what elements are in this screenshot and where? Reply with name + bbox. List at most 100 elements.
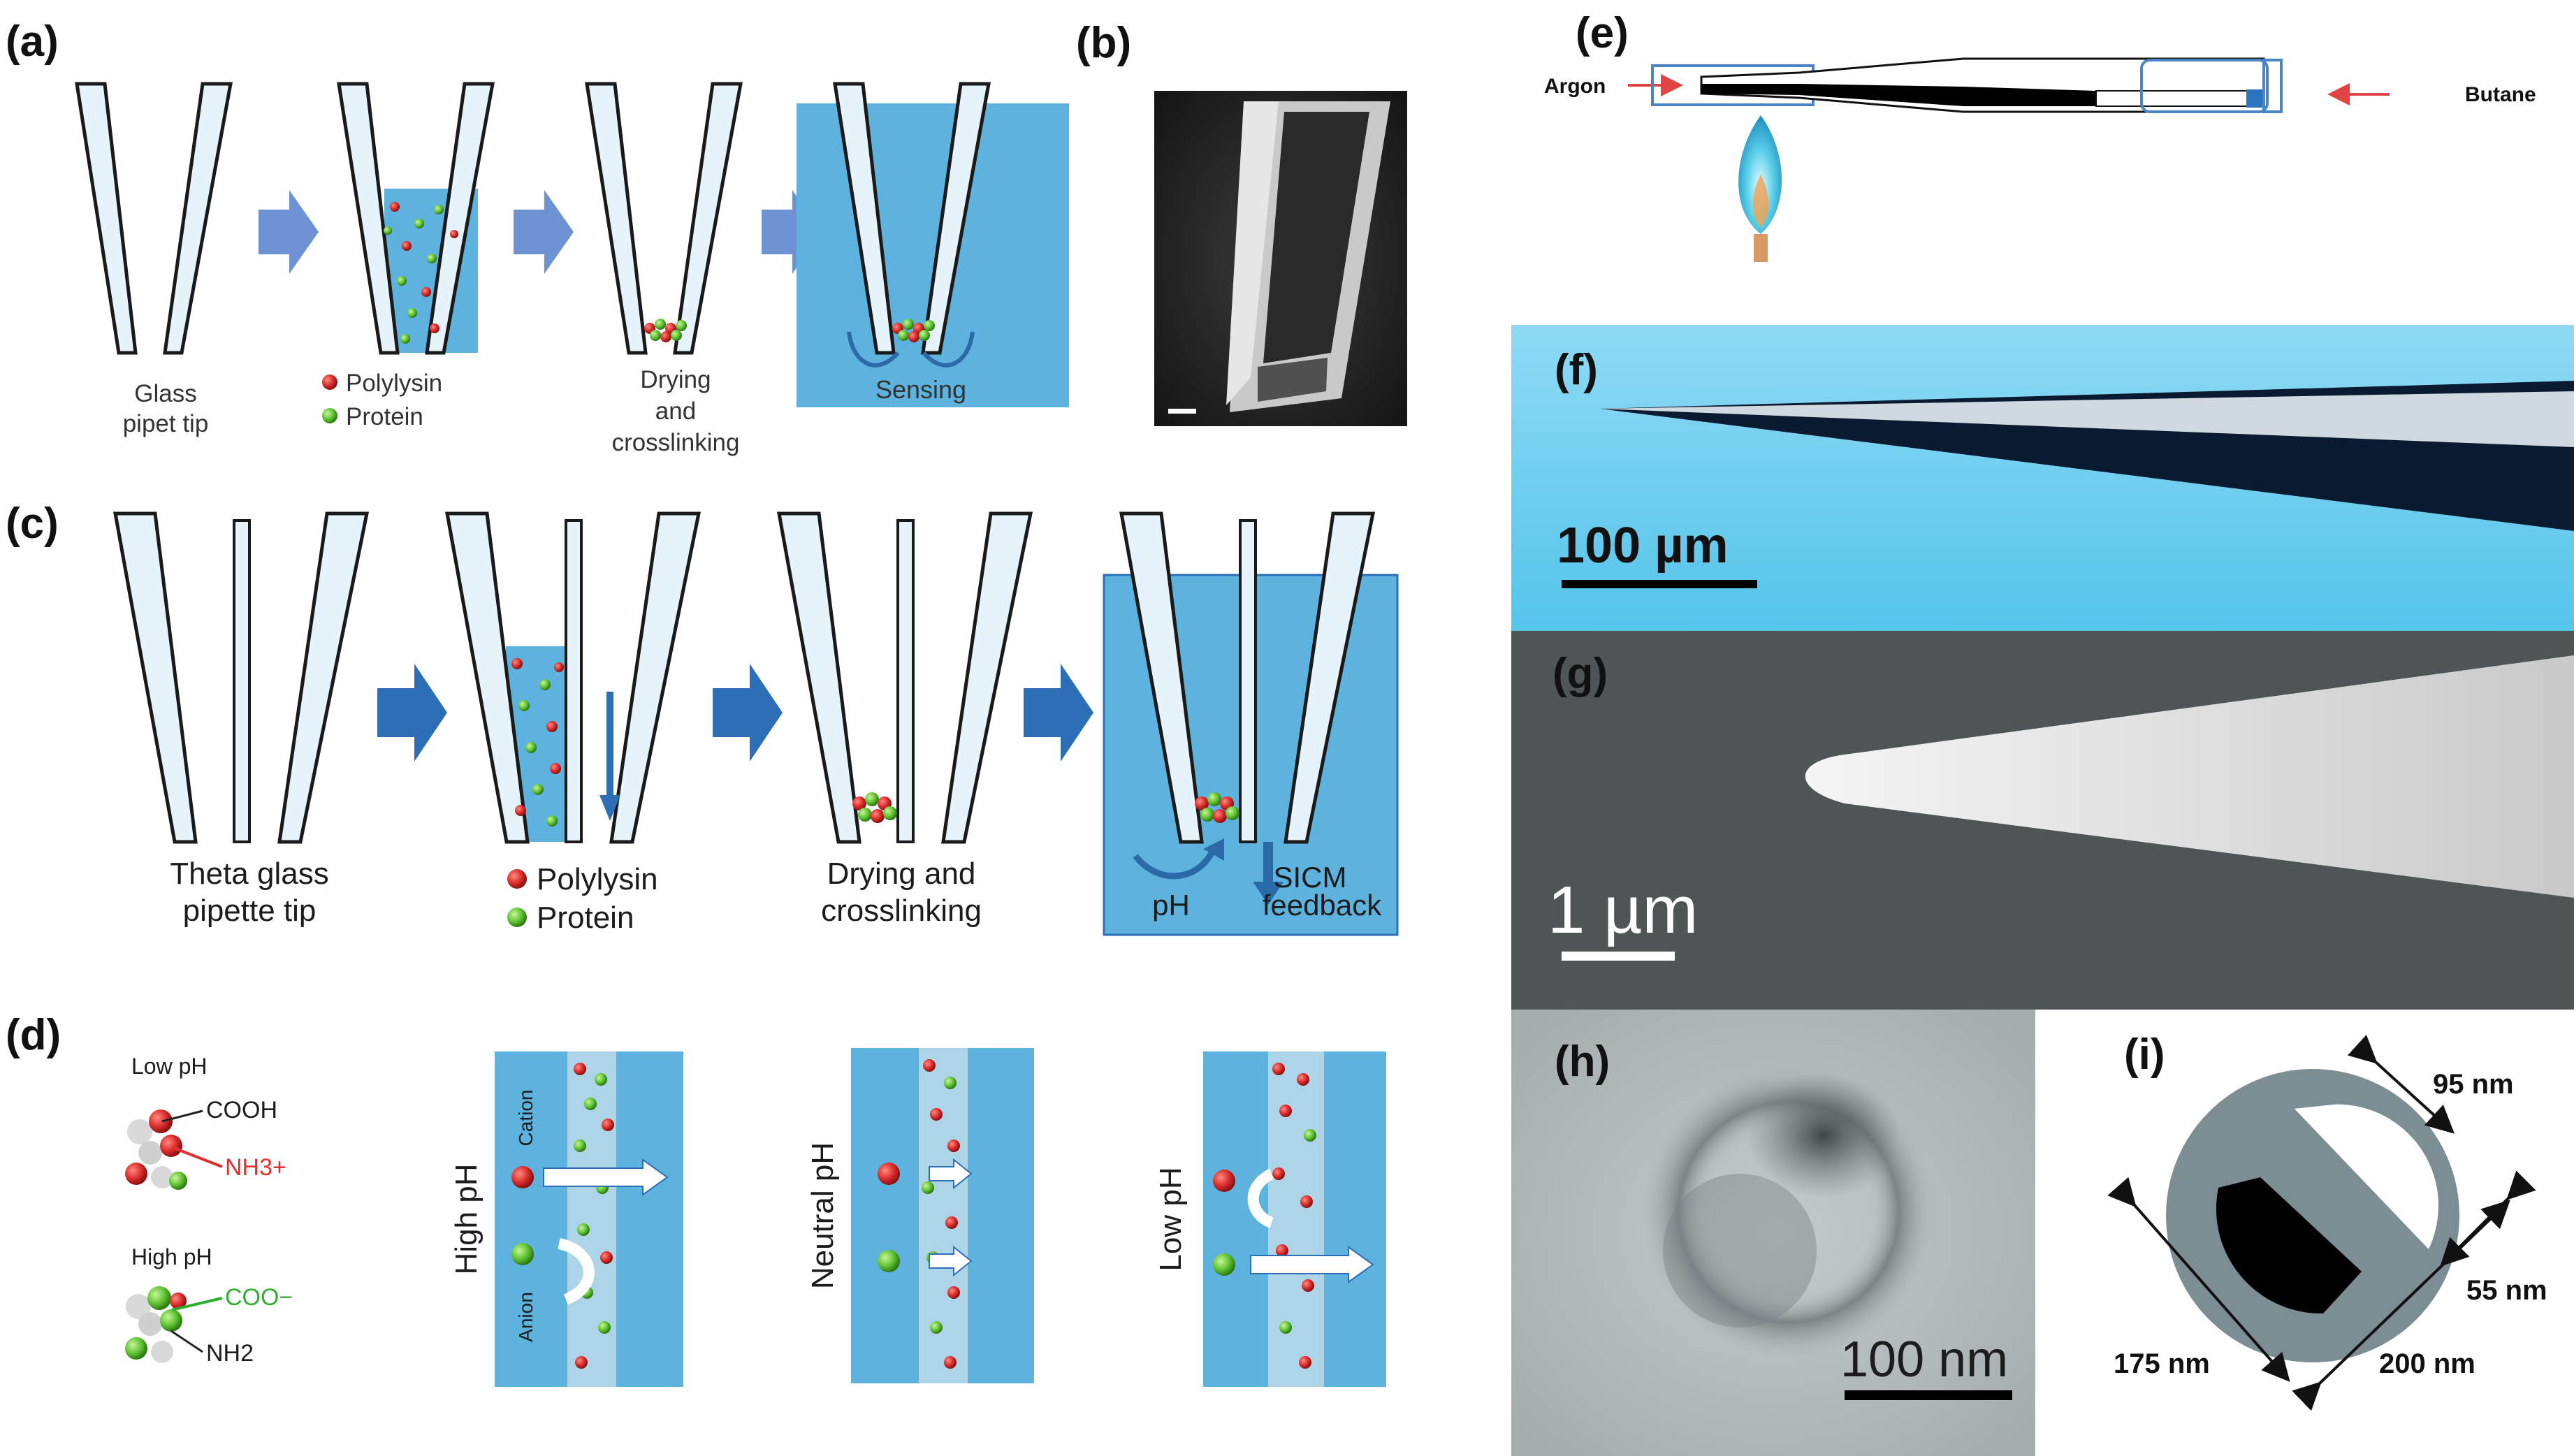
- step-arrow-head: [750, 664, 783, 762]
- step-arrow-body: [713, 688, 751, 737]
- cation-flow-arrow: [1247, 1168, 1275, 1228]
- wall-particles: [1272, 1063, 1316, 1369]
- group-coo: COO−: [225, 1284, 293, 1311]
- flow-arrow-body: [606, 692, 613, 796]
- particles: [511, 658, 564, 827]
- butane-chuck-cap: [2262, 59, 2283, 113]
- caption-and: and: [655, 398, 696, 425]
- panel-a: (a): [6, 17, 1069, 456]
- side-label-anion: Anion: [515, 1292, 537, 1342]
- theta-wall-left: [777, 511, 861, 844]
- cation-icon: [1213, 1170, 1235, 1192]
- legend-protein: Protein: [346, 403, 423, 430]
- wall-layer: [1268, 1051, 1324, 1387]
- caption-ph: pH: [1152, 889, 1190, 922]
- theta-wall-right: [609, 511, 701, 844]
- panel-d: (d) Low pH COOH NH3+ High pH COO− NH2: [6, 1011, 1386, 1387]
- flow-curve-right: [922, 331, 975, 367]
- flow-curve-left: [847, 331, 900, 367]
- gas-label-butane: Butane: [2465, 83, 2536, 106]
- step-arrow-head: [1061, 664, 1093, 762]
- group-nh3: NH3+: [225, 1154, 286, 1181]
- panel-e-label: (e): [1576, 9, 1629, 57]
- scalebar-g: [1562, 952, 1675, 961]
- low-ph-label: Low pH: [131, 1054, 208, 1079]
- crosslinked-plug: [892, 319, 935, 342]
- sem-bore-2: [1258, 358, 1328, 402]
- crosslinked-plug: [1195, 792, 1239, 823]
- flame-icon: [1738, 115, 1782, 234]
- flame-core: [1752, 175, 1769, 227]
- panel-b: (b): [1076, 19, 1407, 426]
- bond-coo: [171, 1297, 223, 1311]
- theta-septum: [1239, 519, 1257, 843]
- dim-95: 95 nm: [2433, 1069, 2514, 1100]
- bond-cooh: [161, 1109, 203, 1123]
- channel-title-low-ph: Low pH: [1154, 1167, 1188, 1271]
- anion-flow-arrow: [558, 1238, 595, 1305]
- scalebar-f: [1562, 580, 1757, 588]
- low-ph-molecule: [125, 1109, 187, 1190]
- channel-title-high-ph: High pH: [449, 1164, 483, 1275]
- panel-d-label: (d): [6, 1011, 61, 1059]
- theta-septum: [233, 519, 251, 843]
- pulled-tip-highlight: [1600, 391, 2574, 447]
- panel-g-label: (g): [1553, 650, 1608, 698]
- tem-dark-region: [1747, 1072, 1900, 1198]
- pipette-wall-left: [75, 82, 138, 355]
- sensing-bath: [797, 103, 1069, 407]
- scale-label-h: 100 nm: [1840, 1332, 2008, 1388]
- legend-polylysin: Polylysin: [346, 370, 442, 397]
- panel-e: (e) Argon Butane: [1544, 9, 2536, 262]
- feedback-arrow-head: [1253, 882, 1284, 905]
- burner-nozzle: [1754, 234, 1768, 262]
- high-ph-label: High pH: [131, 1244, 212, 1269]
- caption-sicm: SICM: [1274, 861, 1347, 894]
- high-ph-molecule: [125, 1286, 187, 1363]
- panel-h-label: (h): [1555, 1038, 1610, 1086]
- pipette-wall-left: [337, 82, 400, 355]
- tem-lower-region: [1663, 1174, 1817, 1327]
- scalebar-h: [1845, 1390, 2012, 1400]
- legend-protein-dot: [322, 408, 337, 423]
- caption-theta-glass: Theta glass: [170, 857, 328, 891]
- legend-polylysin-dot: [507, 869, 527, 889]
- panel-h: (h) 100 nm: [1511, 1010, 2035, 1456]
- theta-wall-left: [1119, 511, 1204, 844]
- anion-icon: [878, 1250, 900, 1272]
- particles: [384, 202, 458, 344]
- theta-septum: [565, 519, 583, 843]
- panel-i: (i) 95 nm 55 nm 175 nm 200 nm: [2107, 1031, 2547, 1411]
- bond-nh3: [171, 1146, 223, 1168]
- scale-label-f: 100 µm: [1557, 518, 1729, 574]
- caption-pipet-tip: pipet tip: [123, 410, 209, 437]
- dim-arrow-95: [2347, 1034, 2455, 1134]
- sem-septum: [1226, 101, 1279, 405]
- dim-55: 55 nm: [2466, 1275, 2547, 1306]
- anion-icon: [1213, 1253, 1235, 1276]
- channel-title-neutral-ph: Neutral pH: [806, 1142, 840, 1289]
- legend-protein-dot: [507, 908, 527, 927]
- legend-polylysin: Polylysin: [537, 862, 658, 896]
- caption-drying: Drying: [640, 366, 711, 393]
- panel-i-label: (i): [2124, 1031, 2165, 1079]
- flow-arrow-head: [599, 795, 620, 821]
- gas-label-argon: Argon: [1544, 75, 1606, 98]
- cation-icon: [878, 1163, 900, 1185]
- crosslinked-plug: [852, 792, 897, 823]
- sem-bore-1: [1263, 112, 1369, 363]
- step-arrow-body: [514, 210, 546, 254]
- pipette-wall-right: [425, 82, 495, 355]
- caption-drying-and: Drying and: [827, 857, 976, 891]
- sem-scalebar: [1168, 409, 1196, 414]
- group-cooh: COOH: [206, 1097, 277, 1123]
- caption-feedback: feedback: [1263, 889, 1382, 922]
- panel-c-label: (c): [6, 500, 59, 548]
- feedback-arrow-body: [1263, 842, 1273, 884]
- butane-chuck: [2140, 59, 2269, 113]
- theta-wall-right: [941, 511, 1033, 844]
- pipette-wall-right: [921, 82, 991, 355]
- panel-f-label: (f): [1555, 346, 1598, 394]
- legend-polylysin-dot: [322, 374, 337, 390]
